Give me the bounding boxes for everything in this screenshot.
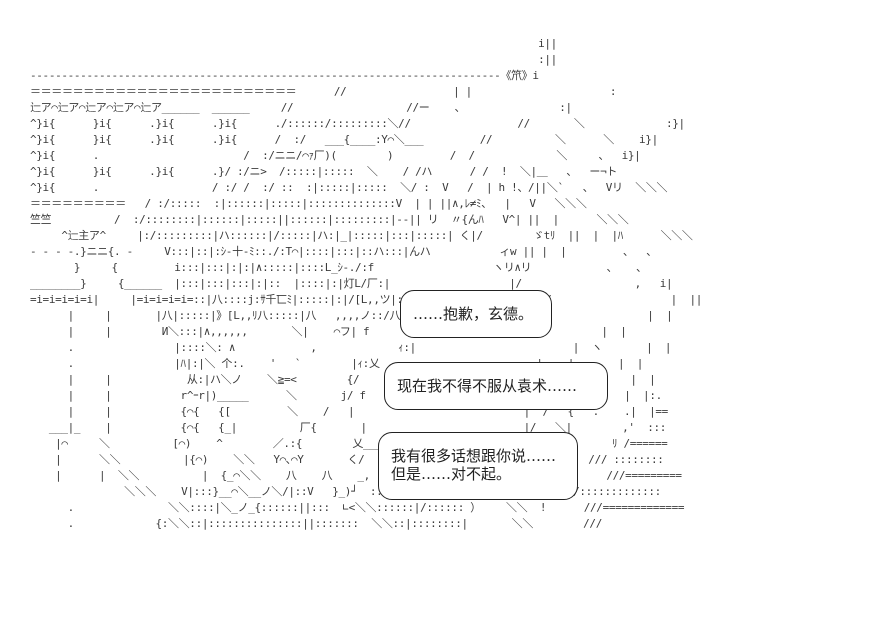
ascii-art-line: | ＼＼ |{⌒) ＼＼ Y⌒､⌒Y く/ ＼)::::::| ..// ///…	[30, 453, 664, 466]
speech-bubble-2: 现在我不得不服从袁术……	[384, 362, 608, 410]
ascii-art-line: . {:＼＼::|:::::::::::::::||::::::: ＼＼::|:…	[30, 517, 603, 530]
ascii-art-line: |⌒ ＼ [⌒) ^ ／.:{ 乂_______________________…	[30, 437, 668, 450]
ascii-art-line: | | ＼＼ | {_⌒＼＼ 八 八 _, }_)┘ :::::|＼ / i /…	[30, 469, 682, 482]
ascii-art-line: | | И＼:::|∧,,,,,, ＼| ⌒フ| f | |	[30, 325, 627, 338]
ascii-art-line: i||	[30, 37, 557, 50]
ascii-art-line: . |::::＼: ∧ , ｨ:| | ヽ | |	[30, 341, 672, 354]
ascii-art-line: ^}i{ . / :/ニニ/⌒ｧ厂)( ) / / ＼ 、 i}|	[30, 149, 641, 162]
dialogue-line: 但是……对不起。	[391, 465, 512, 483]
ascii-art-line: . ＼＼::::|＼_ノ_{::::::||::: ∟<＼＼::::::|/::…	[30, 501, 685, 514]
ascii-art-line: ＼＼＼ V|:::}__⌒＼__ノ＼/|::V }_)┘ ::::::::::|…	[30, 485, 661, 498]
ascii-art: i|| :|| ---------------------------------…	[30, 36, 702, 532]
ascii-art-line: ＝＝＝＝＝＝＝＝＝ / :/::::: :|::::::|:::::|:::::…	[30, 197, 587, 210]
dialogue-line: 现在我不得不服从袁术……	[397, 377, 578, 395]
ascii-art-line: - - - -.}ニニ{. - V:::|::|:ｼ-十-ﾐ::./:T⌒|::…	[30, 245, 657, 258]
ascii-art-line: ----------------------------------------…	[30, 69, 539, 82]
ascii-art-line: ^辷主ア^ |:/:::::::::|ハ::::::|/:::::|ハ:|_|:…	[30, 229, 693, 242]
speech-bubble-3: 我有很多话想跟你说…… 但是……对不起。	[378, 432, 578, 500]
ascii-art-line: :||	[30, 53, 557, 66]
ascii-art-line: ________} {______ |:::|:::|:::|:|:: |:::…	[30, 277, 673, 290]
ascii-art-line: 辷ア⌒辷ア⌒辷ア⌒辷ア⌒辷ア______ ______ // //ー 、 :|	[30, 101, 572, 114]
ascii-art-line: 竺竺 / :/::::::::|::::::|:::::||::::::|:::…	[30, 213, 629, 226]
dialogue-line: 我有很多话想跟你说……	[391, 447, 557, 465]
dialogue-line: ……抱歉，玄德。	[413, 305, 534, 323]
ascii-art-line: | | |八|:::::|》[L,,ﾘ八:::::|八 ,,,,ノ::/八八::…	[30, 309, 673, 322]
ascii-art-line: ^}i{ }i{ .}i{ .}i{ / :/ ___{____:Y⌒＼___ …	[30, 133, 658, 146]
ascii-art-line: ^}i{ }i{ .}i{ .}i{ ./::::::/:::::::::＼//…	[30, 117, 685, 130]
speech-bubble-1: ……抱歉，玄德。	[400, 290, 552, 338]
ascii-art-line: } { i:::|:::|:|:|∧:::::|::::L_ｼ-./:f ヽリ∧…	[30, 261, 647, 274]
ascii-art-line: =i=i=i=i=i| |=i=i=i=i=::|八::::j:ｻ千匸ﾐ|:::…	[30, 293, 702, 306]
ascii-art-line: ___|_ | {⌒{ {_| 厂{ | |/ ＼| ,' :::	[30, 421, 667, 434]
ascii-art-line: ^}i{ }i{ .}i{ .}/ :/ニ> /:::::|::::: ＼ / …	[30, 165, 618, 178]
ascii-art-line: ^}i{ . / :/ / :/ :: :|:::::|::::: ＼/ : V…	[30, 181, 668, 194]
ascii-art-line: ＝＝＝＝＝＝＝＝＝＝＝＝＝＝＝＝＝＝＝＝＝＝＝＝＝ // | | :	[30, 85, 617, 98]
